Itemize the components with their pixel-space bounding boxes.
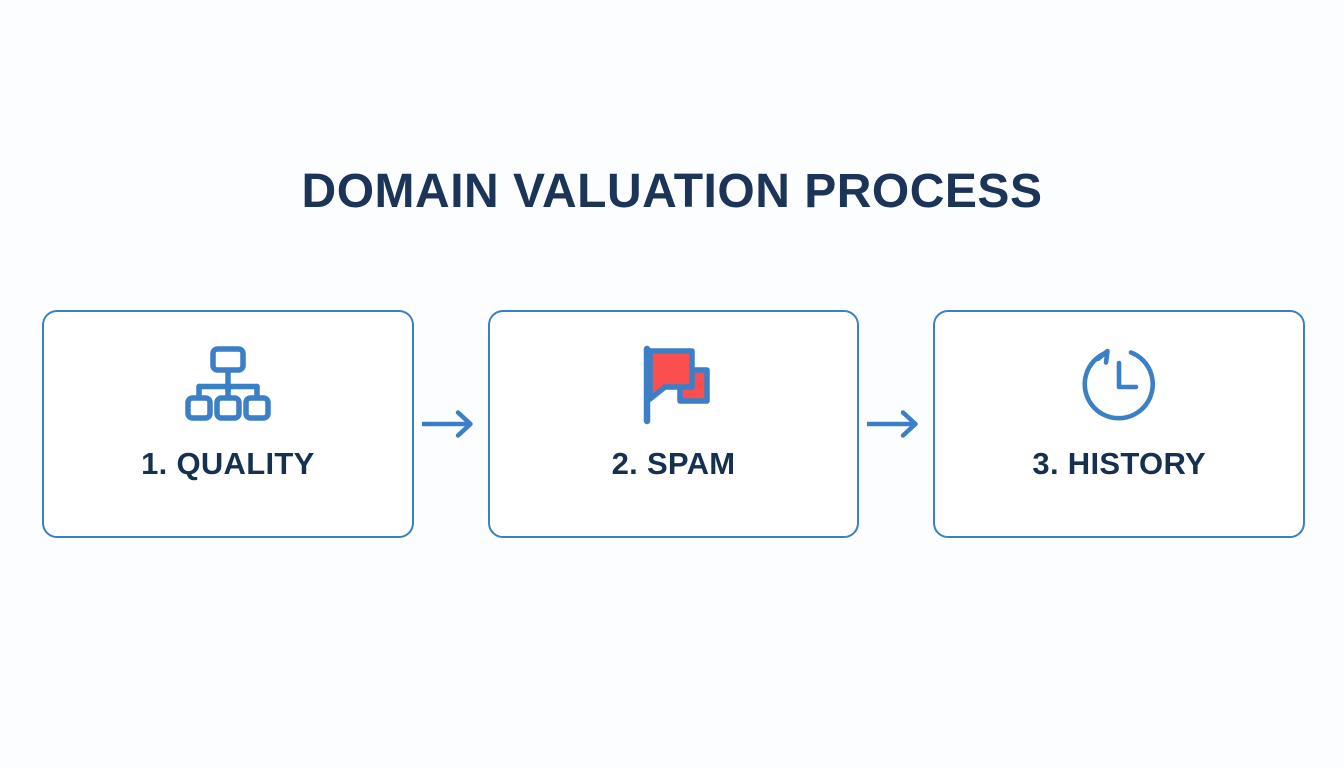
process-step-spam[interactable]: 2. SPAM — [487, 310, 860, 538]
step-label: 3. HISTORY — [1032, 446, 1206, 481]
connector-2 — [859, 310, 933, 538]
page-title: DOMAIN VALUATION PROCESS — [301, 165, 1043, 218]
arrow-right-icon — [421, 410, 473, 438]
process-flow: 1. QUALITY 2. SPAM — [42, 310, 1306, 538]
hierarchy-icon — [182, 342, 274, 428]
step-label: 2. SPAM — [611, 446, 736, 481]
process-step-history[interactable]: 3. HISTORY — [933, 310, 1306, 538]
history-clock-icon — [1076, 342, 1162, 428]
step-label: 1. QUALITY — [141, 446, 315, 481]
connector-1 — [414, 310, 488, 538]
arrow-right-icon — [867, 410, 919, 438]
flag-icon — [628, 342, 720, 428]
process-step-quality[interactable]: 1. QUALITY — [42, 310, 414, 538]
